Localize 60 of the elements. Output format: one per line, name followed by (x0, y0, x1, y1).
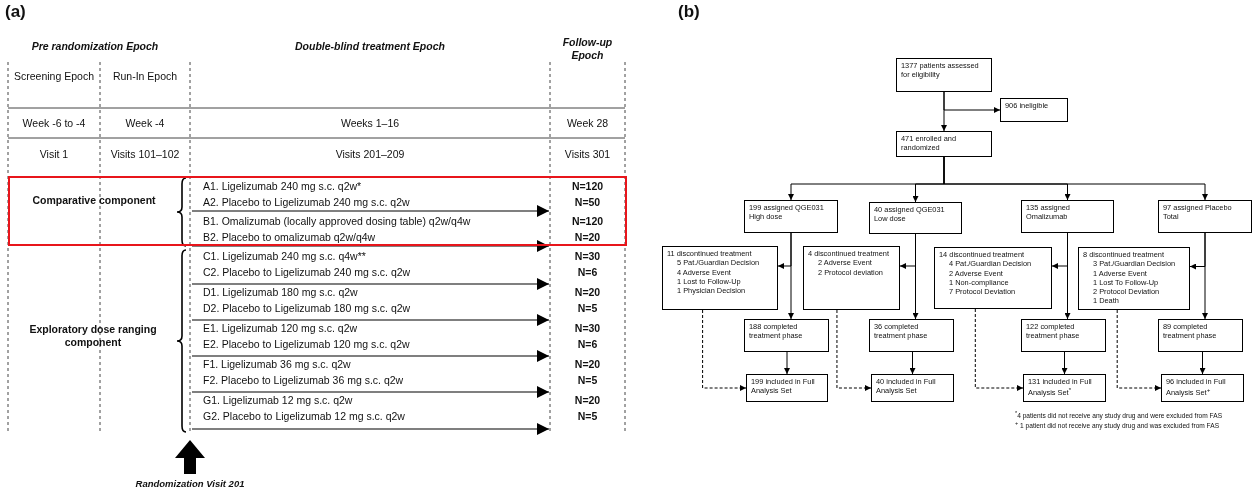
arrow (1116, 309, 1162, 391)
column-heading: Pre randomization Epoch (30, 40, 160, 53)
visit-label: Visits 101–102 (109, 148, 181, 161)
week-label: Week 28 (565, 117, 610, 130)
week-label: Week -4 (124, 117, 166, 130)
sample-size: N=20 (573, 286, 602, 299)
treatment-arm-text: C2. Placebo to Ligelizumab 240 mg s.c. q2w (203, 266, 411, 279)
sample-size: N=30 (573, 322, 602, 335)
randomization-label: Randomization Visit 201 (134, 478, 246, 490)
arrow (943, 156, 1208, 201)
arrow (943, 91, 1001, 113)
arrow (836, 309, 872, 391)
arrow (1199, 351, 1206, 375)
treatment-arm-text: B1. Omalizumab (locally approved dosing table) q2w/q4w (203, 215, 471, 228)
visit-label: Visit 1 (38, 148, 70, 161)
visit-label: Visits 301 (563, 148, 612, 161)
arrow (912, 233, 919, 320)
arrow (702, 309, 747, 391)
sample-size: N=20 (573, 231, 602, 244)
panel-letter: (b) (678, 2, 700, 23)
epoch-label: Screening Epoch (13, 70, 95, 83)
sample-size: N=20 (573, 394, 602, 407)
column-heading: Follow-up Epoch (561, 36, 614, 62)
column-heading: Double-blind treatment Epoch (294, 40, 446, 53)
arrow (1061, 351, 1068, 375)
visit-label: Visits 201–209 (334, 148, 406, 161)
treatment-arm-text: D1. Ligelizumab 180 mg s.c. q2w (203, 286, 358, 299)
arrow (974, 308, 1024, 391)
component-label: Comparative component (31, 194, 157, 207)
arrow (909, 351, 916, 375)
panel-letter: (a) (5, 2, 26, 23)
sample-size: N=5 (576, 374, 599, 387)
treatment-arm-text: E1. Ligelizumab 120 mg s.c. q2w (203, 322, 358, 335)
treatment-arm-text: A2. Placebo to Ligelizumab 240 mg s.c. q2w (203, 196, 410, 209)
arrow (1202, 232, 1208, 320)
component-label: Exploratory dose ranging component (28, 323, 158, 349)
treatment-arm-text: E2. Placebo to Ligelizumab 120 mg s.c. q2w (203, 338, 410, 351)
treatment-arm-text: F2. Placebo to Ligelizumab 36 mg s.c. q2w (203, 374, 404, 387)
treatment-arm-text: G1. Ligelizumab 12 mg s.c. q2w (203, 394, 353, 407)
sample-size: N=5 (576, 302, 599, 315)
epoch-label: Run-In Epoch (111, 70, 179, 83)
treatment-arm-text: D2. Placebo to Ligelizumab 180 mg s.c. q2w (203, 302, 411, 315)
treatment-arm-text: F1. Ligelizumab 36 mg s.c. q2w (203, 358, 351, 371)
treatment-arm-text: A1. Ligelizumab 240 mg s.c. q2w* (203, 180, 362, 193)
arrow (788, 232, 794, 320)
sample-size: N=5 (576, 410, 599, 423)
sample-size: N=20 (573, 358, 602, 371)
week-label: Weeks 1–16 (339, 117, 401, 130)
week-label: Week -6 to -4 (21, 117, 87, 130)
sample-size: N=6 (576, 338, 599, 351)
highlight-frame (8, 176, 627, 246)
treatment-arm-text: B2. Placebo to omalizumab q2w/q4w (203, 231, 376, 244)
sample-size: N=30 (573, 250, 602, 263)
sample-size: N=50 (573, 196, 602, 209)
treatment-arm-text: G2. Placebo to Ligelizumab 12 mg s.c. q2w (203, 410, 405, 423)
sample-size: N=120 (570, 180, 605, 193)
sample-size: N=120 (570, 215, 605, 228)
arrow (784, 351, 790, 375)
sample-size: N=6 (576, 266, 599, 279)
arrow (1064, 232, 1071, 320)
